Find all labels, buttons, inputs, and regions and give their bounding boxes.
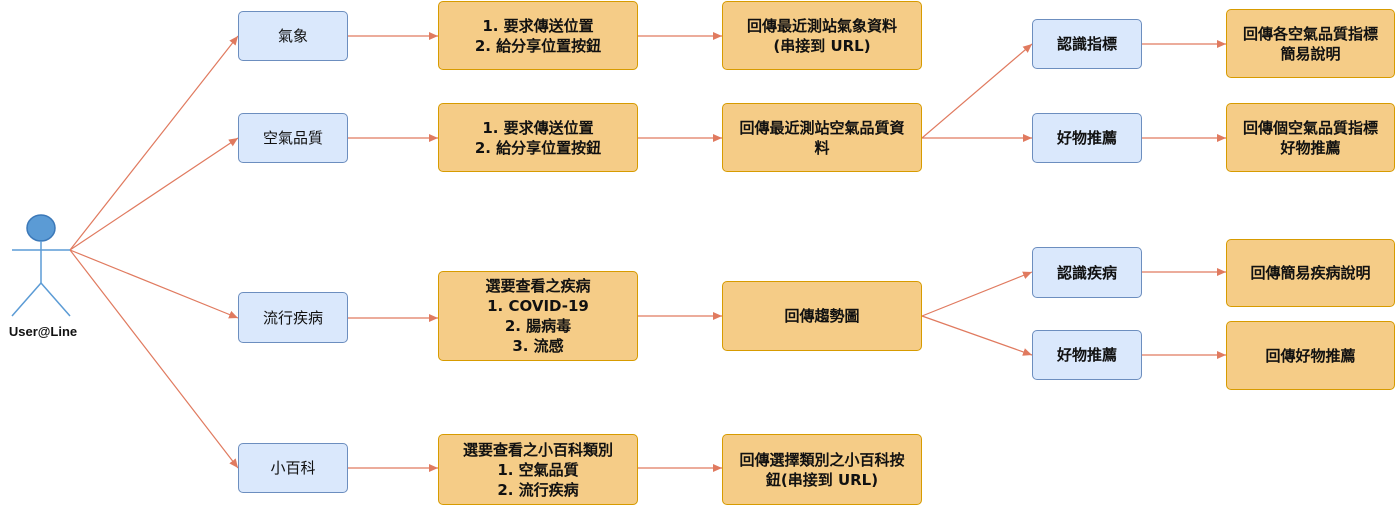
edge-actor-air xyxy=(69,137,239,251)
menu-encyclopedia: 小百科 xyxy=(238,443,348,493)
edge-actor-encyclopedia xyxy=(69,249,239,469)
encyclopedia-step: 選要查看之小百科類別 1. 空氣品質 2. 流行疾病 xyxy=(438,434,638,505)
weather-step-line-1: 1. 要求傳送位置 xyxy=(482,16,594,35)
encyclopedia-step-line-1: 選要查看之小百科類別 xyxy=(462,440,613,459)
disease-result-recommend: 回傳好物推薦 xyxy=(1226,321,1395,390)
weather-reply: 回傳最近測站氣象資料 (串接到 URL) xyxy=(722,1,922,70)
disease-result-learn: 回傳簡易疾病說明 xyxy=(1226,239,1395,307)
weather-reply-line-1: 回傳最近測站氣象資料 xyxy=(746,16,897,35)
disease-result-learn-label: 回傳簡易疾病說明 xyxy=(1250,264,1371,282)
edge-disease-recommend xyxy=(921,315,1033,356)
menu-air-quality: 空氣品質 xyxy=(238,113,348,163)
weather-step-line-2: 2. 給分享位置按鈕 xyxy=(474,36,602,55)
air-step: 1. 要求傳送位置 2. 給分享位置按鈕 xyxy=(438,103,638,172)
edge-disease-learn xyxy=(921,271,1033,317)
menu-disease: 流行疾病 xyxy=(238,292,348,343)
menu-weather-label: 氣象 xyxy=(277,27,308,45)
edge-actor-weather xyxy=(69,35,239,251)
air-option-learn-label: 認識指標 xyxy=(1056,35,1117,53)
air-reply-line-1: 回傳最近測站空氣品質資 xyxy=(739,118,905,137)
disease-step-line-1: 選要查看之疾病 xyxy=(485,277,591,295)
menu-encyclopedia-label: 小百科 xyxy=(270,459,316,477)
air-reply: 回傳最近測站空氣品質資 料 xyxy=(722,103,922,172)
air-step-line-1: 1. 要求傳送位置 xyxy=(482,118,594,137)
encyclopedia-reply-line-2: 鈕(串接到 URL) xyxy=(765,470,879,489)
edge-actor-disease xyxy=(69,249,239,319)
encyclopedia-step-line-2: 1. 空氣品質 xyxy=(497,460,579,479)
air-result-recommend: 回傳個空氣品質指標 好物推薦 xyxy=(1226,103,1395,172)
air-result-recommend-line-1: 回傳個空氣品質指標 xyxy=(1242,118,1378,137)
actor-label: User@Line xyxy=(8,324,78,339)
air-option-learn: 認識指標 xyxy=(1032,19,1142,69)
disease-option-learn: 認識疾病 xyxy=(1032,247,1142,298)
encyclopedia-step-line-3: 2. 流行疾病 xyxy=(497,480,579,499)
actor-right-leg xyxy=(40,282,71,317)
air-option-recommend: 好物推薦 xyxy=(1032,113,1142,163)
disease-step-line-2: 1. COVID-19 xyxy=(487,297,589,315)
disease-step-line-4: 3. 流感 xyxy=(512,337,564,355)
air-option-recommend-label: 好物推薦 xyxy=(1056,129,1117,147)
disease-step-line-3: 2. 腸病毒 xyxy=(504,317,572,335)
disease-reply-label: 回傳趨勢圖 xyxy=(784,307,860,325)
air-step-line-2: 2. 給分享位置按鈕 xyxy=(474,138,602,157)
disease-reply: 回傳趨勢圖 xyxy=(722,281,922,351)
disease-option-recommend: 好物推薦 xyxy=(1032,330,1142,380)
disease-option-recommend-label: 好物推薦 xyxy=(1056,346,1117,364)
air-result-recommend-line-2: 好物推薦 xyxy=(1280,138,1341,157)
encyclopedia-reply-line-1: 回傳選擇類別之小百科按 xyxy=(739,450,905,469)
edge-air-learn xyxy=(921,43,1033,139)
encyclopedia-reply: 回傳選擇類別之小百科按 鈕(串接到 URL) xyxy=(722,434,922,505)
air-result-learn: 回傳各空氣品質指標 簡易說明 xyxy=(1226,9,1395,78)
menu-weather: 氣象 xyxy=(238,11,348,61)
disease-result-recommend-label: 回傳好物推薦 xyxy=(1265,346,1356,365)
menu-air-quality-label: 空氣品質 xyxy=(262,129,323,147)
actor-figure xyxy=(11,214,71,317)
disease-option-learn-label: 認識疾病 xyxy=(1056,263,1117,282)
menu-disease-label: 流行疾病 xyxy=(262,308,323,327)
disease-step: 選要查看之疾病 1. COVID-19 2. 腸病毒 3. 流感 xyxy=(438,271,638,361)
air-result-learn-line-2: 簡易說明 xyxy=(1280,44,1341,63)
actor-left-leg xyxy=(11,282,42,317)
weather-step: 1. 要求傳送位置 2. 給分享位置按鈕 xyxy=(438,1,638,70)
air-reply-line-2: 料 xyxy=(814,138,830,157)
weather-reply-line-2: (串接到 URL) xyxy=(773,36,871,55)
actor-head xyxy=(26,214,56,242)
air-result-learn-line-1: 回傳各空氣品質指標 xyxy=(1242,24,1378,43)
